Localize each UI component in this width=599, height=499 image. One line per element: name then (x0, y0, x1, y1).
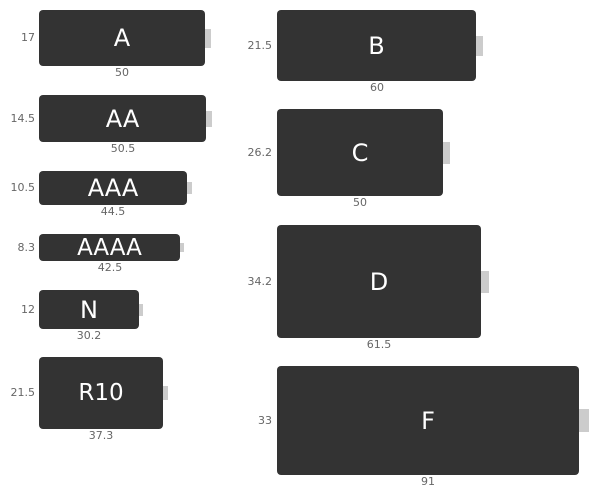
diameter-label: 10.5 (10, 181, 36, 194)
battery-name: N (80, 295, 98, 324)
length-label: 37.3 (88, 429, 114, 442)
battery-aa: AA (39, 95, 212, 142)
battery-b: B (277, 10, 483, 81)
battery-name: AAAA (77, 234, 142, 261)
battery-terminal (205, 29, 211, 48)
battery-f: F (277, 366, 589, 475)
diameter-label: 8.3 (17, 241, 36, 254)
battery-body: AAAA (39, 234, 180, 261)
length-label: 44.5 (100, 205, 126, 218)
diameter-label: 21.5 (247, 39, 273, 52)
battery-name: F (421, 406, 435, 435)
length-label: 50 (353, 196, 367, 209)
battery-terminal (187, 182, 192, 194)
diameter-label: 26.2 (247, 146, 273, 159)
battery-name: A (113, 24, 131, 52)
diameter-label: 34.2 (247, 275, 273, 288)
battery-terminal (163, 386, 168, 400)
length-label: 91 (421, 475, 435, 488)
length-label: 60 (370, 81, 384, 94)
battery-d: D (277, 225, 489, 338)
battery-terminal (481, 271, 489, 293)
battery-name: AA (105, 104, 140, 133)
length-label: 50.5 (110, 142, 136, 155)
battery-aaaa: AAAA (39, 234, 184, 261)
battery-body: D (277, 225, 481, 338)
battery-terminal (139, 304, 143, 316)
battery-terminal (579, 409, 589, 432)
diameter-label: 33 (258, 414, 272, 427)
battery-body: AAA (39, 171, 187, 205)
length-label: 61.5 (366, 338, 392, 351)
battery-a: A (39, 10, 211, 66)
battery-body: C (277, 109, 443, 196)
length-label: 42.5 (97, 261, 123, 274)
diameter-label: 17 (21, 31, 35, 44)
battery-terminal (443, 142, 450, 164)
battery-name: AAA (87, 174, 139, 202)
battery-n: N (39, 290, 143, 329)
battery-name: R10 (78, 380, 124, 406)
battery-terminal (206, 111, 212, 127)
battery-aaa: AAA (39, 171, 192, 205)
battery-c: C (277, 109, 450, 196)
battery-terminal (180, 243, 184, 252)
length-label: 30.2 (76, 329, 102, 342)
battery-body: AA (39, 95, 206, 142)
battery-body: B (277, 10, 476, 81)
battery-r10: R10 (39, 357, 168, 429)
battery-body: R10 (39, 357, 163, 429)
battery-terminal (476, 36, 483, 56)
battery-body: N (39, 290, 139, 329)
battery-body: A (39, 10, 205, 66)
diameter-label: 12 (21, 303, 35, 316)
battery-body: F (277, 366, 579, 475)
battery-name: C (351, 138, 369, 167)
battery-name: D (369, 267, 389, 296)
diameter-label: 14.5 (10, 112, 36, 125)
length-label: 50 (115, 66, 129, 79)
battery-name: B (368, 31, 385, 60)
diameter-label: 21.5 (10, 386, 36, 399)
